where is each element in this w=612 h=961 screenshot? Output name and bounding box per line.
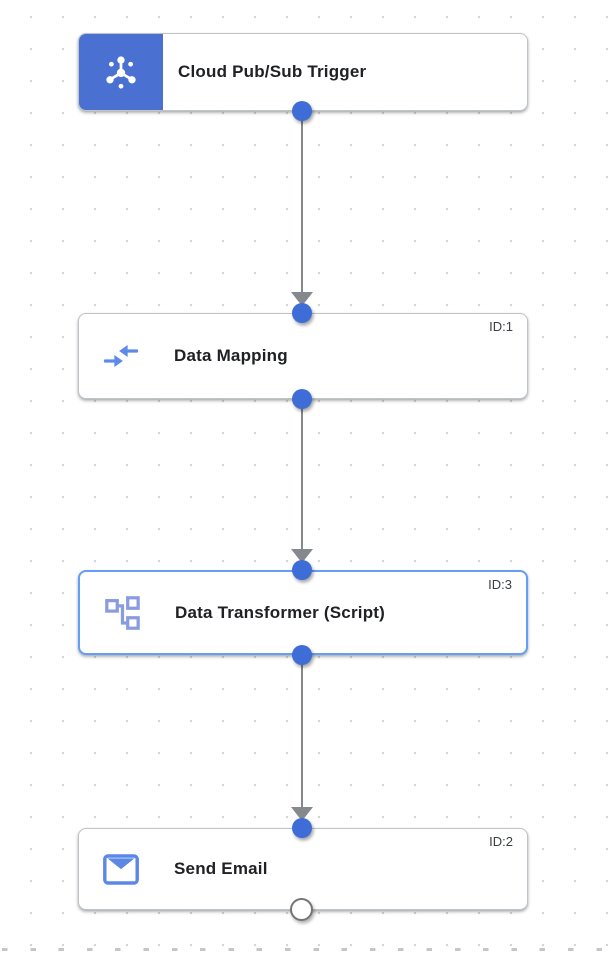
cloud-pubsub-icon <box>106 56 136 89</box>
node-data-transformer-script[interactable]: Data Transformer (Script) ID:3 <box>78 570 528 655</box>
node-id-badge: ID:3 <box>488 577 512 592</box>
node-title: Data Transformer (Script) <box>175 602 385 622</box>
node-title: Cloud Pub/Sub Trigger <box>178 62 367 81</box>
port-mapping-input[interactable] <box>292 303 312 323</box>
port-transformer-input[interactable] <box>292 560 312 580</box>
trigger-icon-block <box>79 34 163 110</box>
node-title: Data Mapping <box>174 346 288 365</box>
canvas-boundary-dashes <box>2 948 612 951</box>
node-cloud-pubsub-trigger[interactable]: Cloud Pub/Sub Trigger <box>78 33 528 111</box>
port-trigger-output[interactable] <box>292 101 312 121</box>
edge-trigger-to-mapping[interactable] <box>301 118 303 294</box>
port-transformer-output[interactable] <box>292 645 312 665</box>
node-id-badge: ID:2 <box>489 834 513 849</box>
data-transformer-icon <box>102 593 142 633</box>
edge-mapping-to-transformer[interactable] <box>301 406 303 550</box>
node-data-mapping[interactable]: Data Mapping ID:1 <box>78 313 528 399</box>
send-email-icon <box>101 849 141 889</box>
port-email-output-open[interactable] <box>290 898 313 921</box>
node-title: Send Email <box>174 859 268 878</box>
port-email-input[interactable] <box>292 818 312 838</box>
edge-arrowhead <box>291 292 313 306</box>
node-id-badge: ID:1 <box>489 319 513 334</box>
edge-transformer-to-email[interactable] <box>301 662 303 808</box>
data-mapping-icon <box>101 336 141 376</box>
edge-arrowhead <box>291 807 313 821</box>
edge-arrowhead <box>291 549 313 563</box>
port-mapping-output[interactable] <box>292 389 312 409</box>
